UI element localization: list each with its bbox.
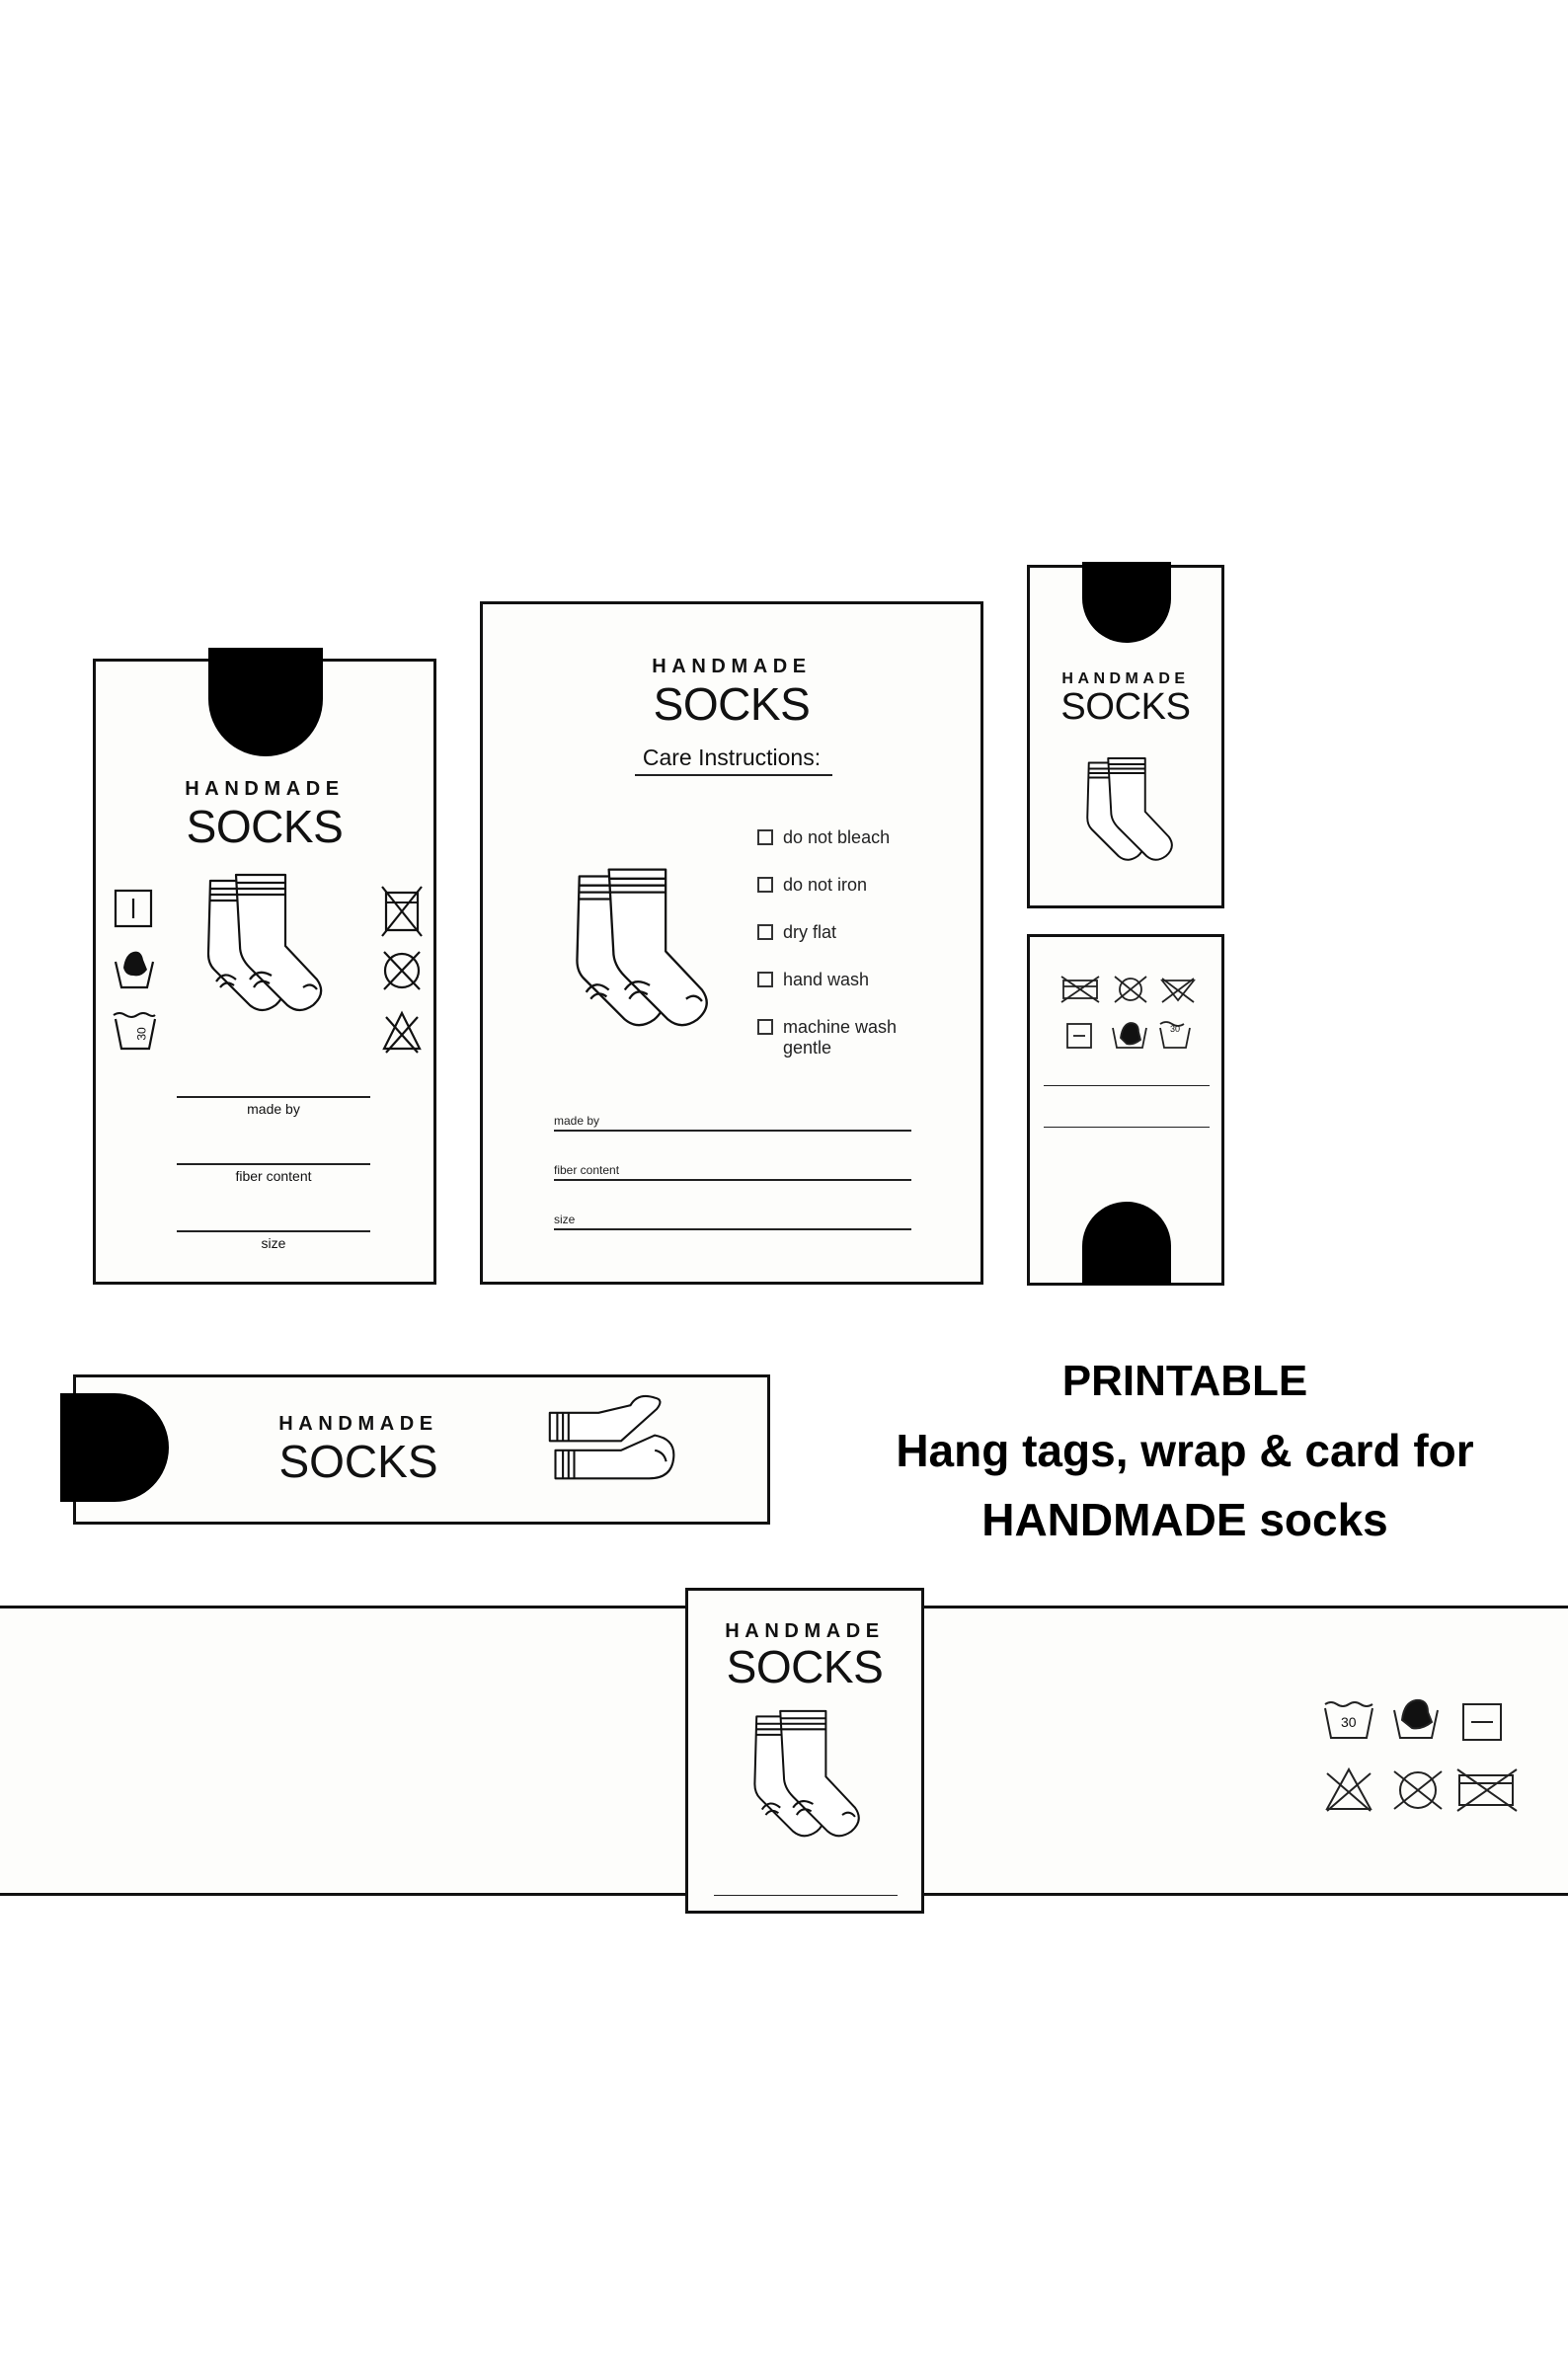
wrap-band-label: HANDMADE SOCKS xyxy=(685,1588,924,1914)
brand-socks: SOCKS xyxy=(278,1436,438,1487)
size-line[interactable] xyxy=(177,1230,370,1232)
hang-tag-left: HANDMADE SOCKS 30 xyxy=(93,648,436,1285)
check-label: do not iron xyxy=(783,875,868,895)
brand-handmade: HANDMADE xyxy=(1061,670,1190,687)
hang-hole-tab xyxy=(1082,1202,1171,1285)
check-label: do not bleach xyxy=(783,827,891,847)
brand-handmade: HANDMADE xyxy=(185,778,345,800)
fiber-content-label: fiber content xyxy=(554,1163,620,1177)
dry-flat-icon xyxy=(114,889,153,928)
brand-socks: SOCKS xyxy=(186,801,344,852)
brand-socks: SOCKS xyxy=(726,1641,884,1692)
check-do-not-bleach[interactable]: do not bleach xyxy=(757,827,890,848)
small-tag-front: HANDMADE SOCKS xyxy=(1027,562,1224,908)
made-by-label: made by xyxy=(247,1101,300,1117)
fiber-content-line[interactable] xyxy=(554,1179,911,1181)
no-tumble-dry-icon xyxy=(381,886,423,937)
brand-handmade: HANDMADE xyxy=(725,1620,885,1642)
checkbox[interactable] xyxy=(757,829,773,845)
check-do-not-iron[interactable]: do not iron xyxy=(757,875,867,896)
headline-line-3: HANDMADE socks xyxy=(981,1494,1388,1545)
brand-handmade: HANDMADE xyxy=(278,1413,438,1435)
wash-temp-label: 30 xyxy=(134,1027,149,1041)
size-label: size xyxy=(554,1213,576,1226)
brand-handmade: HANDMADE xyxy=(652,656,812,677)
made-by-label: made by xyxy=(554,1114,600,1128)
brand-socks: SOCKS xyxy=(1060,686,1191,728)
made-by-line[interactable] xyxy=(554,1130,911,1132)
sock-pair-icon xyxy=(206,873,323,1012)
sock-wrap-band: HANDMADE SOCKS xyxy=(60,1374,770,1525)
check-dry-flat[interactable]: dry flat xyxy=(757,922,836,943)
size-line[interactable] xyxy=(554,1228,911,1230)
care-icons-wash-row xyxy=(1324,1698,1502,1741)
sock-pair-icon xyxy=(753,1709,860,1838)
check-hand-wash[interactable]: hand wash xyxy=(757,970,869,990)
sock-pair-icon xyxy=(1086,757,1173,861)
small-tag-back: 30 xyxy=(1027,934,1224,1286)
checkbox[interactable] xyxy=(757,972,773,987)
write-line[interactable] xyxy=(1044,1127,1210,1128)
check-label: dry flat xyxy=(783,922,837,942)
wrap-hole-tab xyxy=(60,1393,169,1502)
care-icons-no-row xyxy=(1325,1766,1518,1812)
wash-temp-label: 30 xyxy=(1341,1714,1357,1730)
hang-hole-tab xyxy=(1082,562,1171,643)
no-iron-icon xyxy=(383,951,421,990)
checkbox[interactable] xyxy=(757,924,773,940)
fiber-content-label: fiber content xyxy=(235,1168,312,1184)
care-icon-row-top xyxy=(1060,976,1196,1003)
headline-line-2: Hang tags, wrap & card for xyxy=(896,1425,1474,1476)
fiber-content-line[interactable] xyxy=(177,1163,370,1165)
write-line[interactable] xyxy=(1044,1085,1210,1086)
care-instructions-title: Care Instructions: xyxy=(642,745,822,770)
check-machine-wash-gentle[interactable]: machine wash gentle xyxy=(757,1017,911,1059)
sock-pair-icon xyxy=(576,868,708,1027)
made-by-line[interactable] xyxy=(177,1096,370,1098)
check-label: hand wash xyxy=(783,970,870,989)
checkbox[interactable] xyxy=(757,877,773,893)
size-label: size xyxy=(261,1235,286,1251)
wash-temp-label: 30 xyxy=(1170,1024,1181,1034)
sock-pair-icon xyxy=(548,1394,675,1480)
checkbox[interactable] xyxy=(757,1019,773,1035)
care-icon-row-bottom xyxy=(1066,1021,1191,1049)
wash-30-icon xyxy=(113,1012,157,1051)
check-label: machine wash gentle xyxy=(783,1017,898,1058)
care-card: HANDMADE SOCKS Care Instructions: do not… xyxy=(480,601,983,1285)
brand-socks: SOCKS xyxy=(653,678,811,730)
hang-hole-tab xyxy=(208,648,323,756)
hand-wash-icon xyxy=(114,951,155,989)
headline-line-1: PRINTABLE xyxy=(1061,1357,1308,1405)
care-title-underline xyxy=(635,774,832,776)
write-line[interactable] xyxy=(714,1895,898,1896)
no-bleach-icon xyxy=(382,1010,422,1054)
